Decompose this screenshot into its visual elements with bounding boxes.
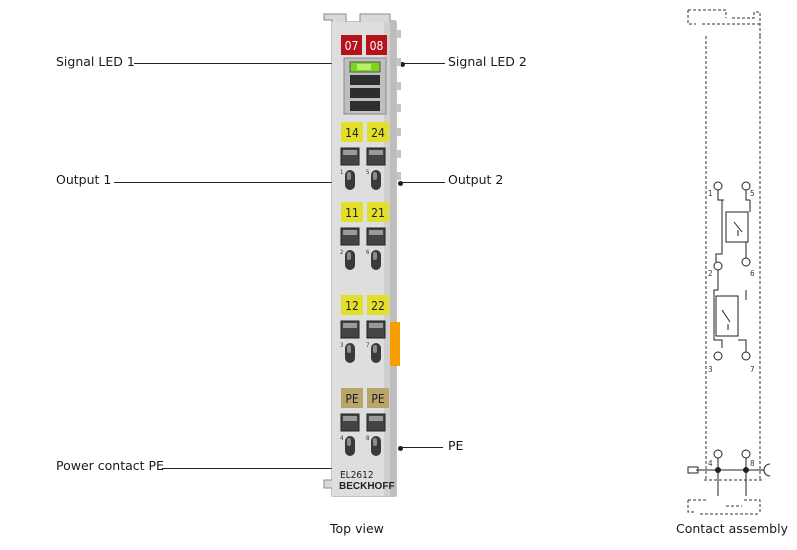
output-2-leader-dot	[398, 181, 403, 186]
wire-opening-highlight	[347, 252, 351, 260]
contact-number-6: 6	[366, 249, 370, 256]
terminal-label-11: 11	[345, 206, 359, 220]
spring-terminal[interactable]	[340, 320, 360, 363]
led-number-2: 08	[370, 39, 384, 53]
brand-name: BECKHOFF	[339, 481, 395, 492]
power-contact-pe-leader	[162, 468, 338, 469]
contact-assembly-caption: Contact assembly	[676, 521, 788, 536]
pe-leader	[400, 447, 443, 448]
output-2-label: Output 2	[448, 172, 504, 187]
spring-terminal[interactable]	[366, 227, 386, 270]
signal-led-2-leader-dot	[400, 62, 405, 67]
output-1-label: Output 1	[56, 172, 112, 187]
pe-label: PE	[448, 438, 464, 453]
release-slot-highlight	[343, 150, 357, 155]
led-window	[343, 57, 387, 115]
contact-number-7: 7	[366, 342, 369, 349]
output-1-leader	[114, 182, 334, 183]
terminal-label-pe-2: PE	[371, 392, 385, 406]
wire-opening-highlight	[373, 438, 377, 446]
contact-number-4: 4	[340, 435, 344, 442]
contact-number-8: 8	[366, 435, 370, 442]
contact-number-1: 1	[340, 169, 343, 176]
spring-terminal[interactable]	[340, 147, 360, 190]
pe-leader-dot	[398, 446, 403, 451]
contact-number-2: 2	[340, 249, 343, 256]
spring-terminal[interactable]	[366, 413, 386, 456]
ca-terminal-2: 2	[708, 269, 713, 278]
release-slot-highlight	[369, 230, 383, 235]
led-number-1: 07	[345, 39, 359, 53]
signal-led-1-leader	[134, 63, 336, 64]
terminal-label-12: 12	[345, 299, 359, 313]
release-slot-highlight	[369, 416, 383, 421]
ca-terminal-1: 1	[708, 189, 713, 198]
contact-assembly-outline	[687, 9, 762, 515]
release-slot-highlight	[343, 416, 357, 421]
output-2-leader	[400, 182, 445, 183]
led-number-labels: 07 08	[341, 35, 387, 55]
ca-terminal-5: 5	[750, 189, 755, 198]
signal-led-2-label: Signal LED 2	[448, 54, 527, 69]
release-slot-highlight	[369, 150, 383, 155]
release-slot-highlight	[343, 230, 357, 235]
relay-circuit	[687, 181, 771, 496]
ca-terminal-7: 7	[750, 365, 755, 374]
spring-terminal[interactable]	[366, 320, 386, 363]
terminal-label-21: 21	[371, 206, 385, 220]
wire-opening-highlight	[373, 345, 377, 353]
release-slot-highlight	[343, 323, 357, 328]
wire-opening-highlight	[373, 252, 377, 260]
model-name: EL2612	[340, 470, 374, 481]
ca-terminal-4: 4	[708, 459, 713, 468]
orange-release-tab	[390, 322, 400, 366]
ca-terminal-3: 3	[708, 365, 713, 374]
contact-number-3: 3	[340, 342, 343, 349]
spring-terminals	[340, 147, 386, 456]
spring-terminal[interactable]	[366, 147, 386, 190]
wire-opening-highlight	[373, 172, 377, 180]
wire-opening-highlight	[347, 345, 351, 353]
spring-terminal[interactable]	[340, 413, 360, 456]
terminal-label-14: 14	[345, 126, 359, 140]
terminal-label-pe-1: PE	[345, 392, 359, 406]
terminal-label-24: 24	[371, 126, 385, 140]
signal-led-1-label: Signal LED 1	[56, 54, 135, 69]
wire-opening-highlight	[347, 438, 351, 446]
ca-terminal-8: 8	[750, 459, 755, 468]
terminal-label-22: 22	[371, 299, 385, 313]
wire-opening-highlight	[347, 172, 351, 180]
ca-terminal-6: 6	[750, 269, 755, 278]
top-view-caption: Top view	[330, 521, 384, 536]
power-contact-pe-label: Power contact PE	[56, 458, 164, 473]
contact-number-5: 5	[366, 169, 369, 176]
signal-led-2-leader	[402, 63, 445, 64]
spring-terminal[interactable]	[340, 227, 360, 270]
release-slot-highlight	[369, 323, 383, 328]
